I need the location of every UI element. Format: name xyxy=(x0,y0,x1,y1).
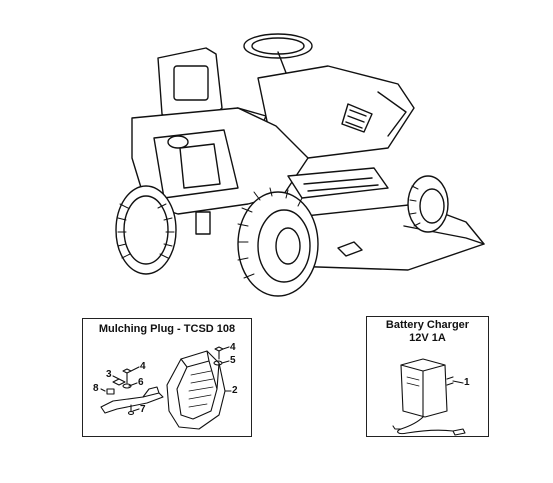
callout-3: 3 xyxy=(106,369,112,380)
callout-8: 8 xyxy=(93,383,99,394)
riding-mower-illustration xyxy=(115,33,485,297)
callout-2: 2 xyxy=(232,385,238,396)
mulching-plug-title: Mulching Plug - TCSD 108 xyxy=(98,323,236,335)
callout-7: 7 xyxy=(140,404,146,415)
callout-6: 6 xyxy=(138,377,144,388)
mulching-plug-parts-drawing xyxy=(100,346,232,430)
battery-charger-drawing xyxy=(392,358,466,436)
callout-1: 1 xyxy=(464,377,470,388)
callout-5: 5 xyxy=(230,355,236,366)
battery-charger-title: Battery Charger xyxy=(385,319,470,331)
callout-4-left: 4 xyxy=(140,361,146,372)
battery-charger-panel: Battery Charger 12V 1A 1 xyxy=(366,316,489,437)
callout-4-right: 4 xyxy=(230,342,236,353)
battery-charger-spec: 12V 1A xyxy=(409,332,446,344)
mulching-plug-panel: Mulching Plug - TCSD 108 xyxy=(82,318,252,437)
